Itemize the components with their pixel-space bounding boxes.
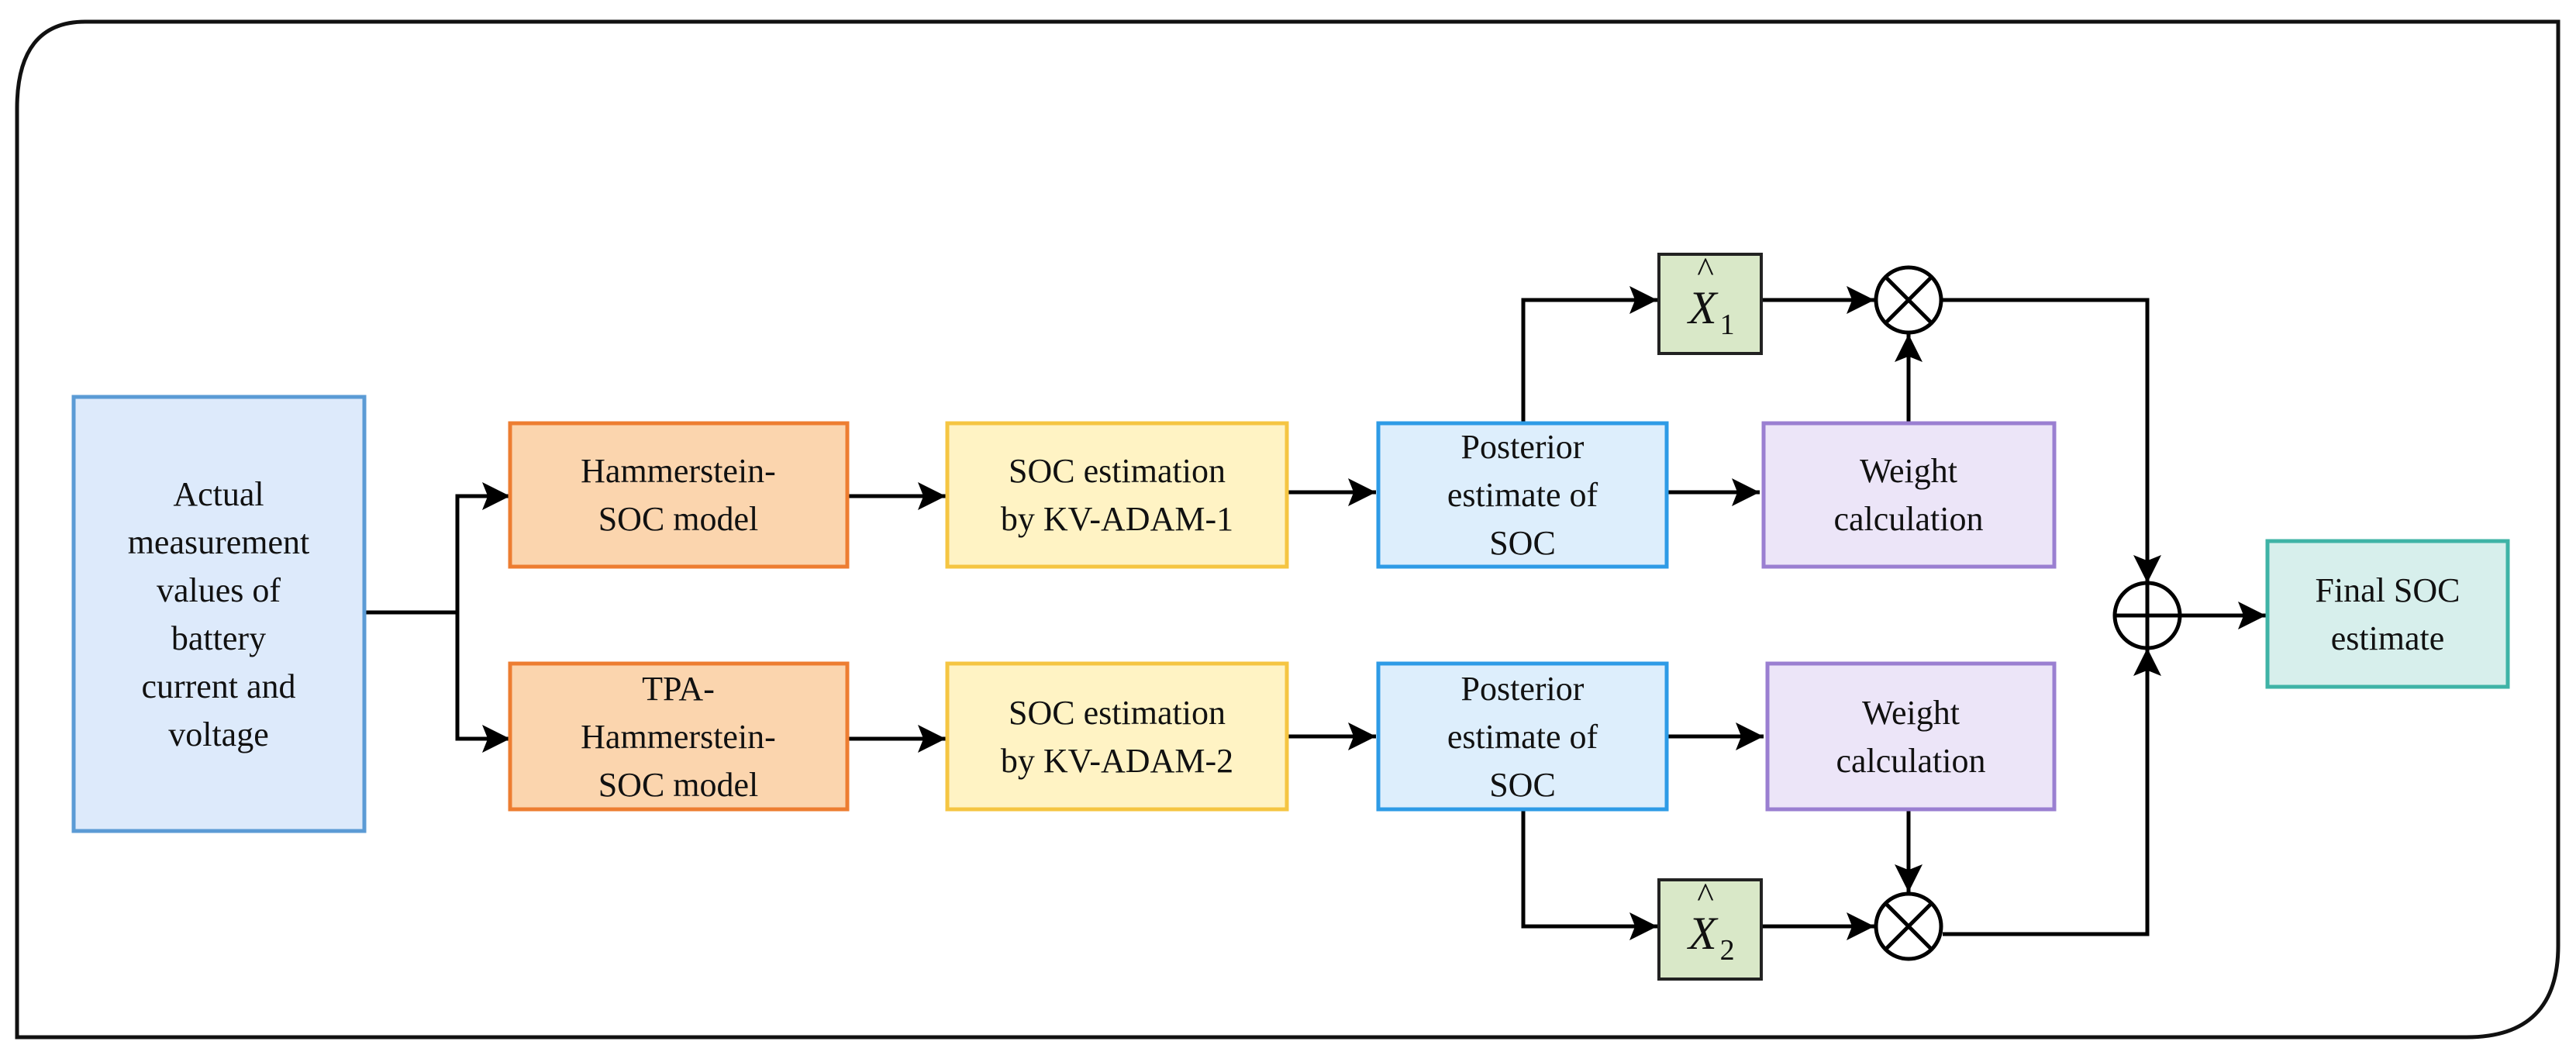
node-final-soc: Final SOC estimate	[2265, 539, 2510, 689]
label-line: SOC model	[598, 766, 759, 804]
node-posterior-1-label: Posterior estimate of SOC	[1447, 428, 1598, 562]
x-hat-1-caret: ^	[1697, 250, 1714, 289]
label-line: estimate of	[1447, 718, 1598, 756]
label-line: by KV-ADAM-2	[1001, 742, 1233, 780]
label-line: Posterior	[1461, 670, 1585, 708]
label-line: calculation	[1836, 742, 1985, 780]
node-weight-2-label: Weight calculation	[1836, 694, 1985, 780]
add-operator	[2112, 581, 2182, 650]
label-line: Weight	[1862, 694, 1960, 732]
node-posterior-2-label: Posterior estimate of SOC	[1447, 670, 1598, 804]
node-weight-2: Weight calculation	[1765, 661, 2057, 812]
node-weight-1-label: Weight calculation	[1833, 452, 1983, 538]
label-line: estimate of	[1447, 476, 1598, 514]
node-posterior-2: Posterior estimate of SOC	[1376, 661, 1669, 812]
node-weight-1: Weight calculation	[1761, 421, 2057, 569]
label-line: SOC model	[598, 500, 759, 538]
label-line: measurement	[128, 523, 310, 561]
edge-post1-x1	[1521, 286, 1657, 422]
label-line: battery	[171, 619, 266, 657]
multiply-operator-2	[1874, 891, 1943, 961]
node-input-label: Actual measurement values of battery current…	[128, 475, 310, 753]
node-input: Actual measurement values of battery current…	[71, 395, 367, 833]
label-line: calculation	[1833, 500, 1983, 538]
node-final-soc-label: Final SOC estimate	[2315, 571, 2460, 657]
edge-post2-x2	[1521, 808, 1657, 940]
node-kv-adam-2-label: SOC estimation by KV-ADAM-2	[1001, 694, 1233, 780]
label-line: Actual	[173, 475, 264, 513]
label-line: SOC estimation	[1009, 452, 1226, 490]
node-posterior-1: Posterior estimate of SOC	[1376, 421, 1669, 569]
label-line: Hammerstein-	[581, 718, 776, 756]
diagram-frame	[15, 19, 2560, 1040]
node-tpa-hammerstein-model: TPA- Hammerstein- SOC model	[508, 661, 850, 812]
label-line: Weight	[1860, 452, 1957, 490]
edge-split-model1	[455, 482, 510, 612]
edge-mult2-sum	[1943, 648, 2161, 936]
label-line: SOC estimation	[1009, 694, 1226, 732]
label-line: Posterior	[1461, 428, 1585, 466]
edge-mult1-sum	[1943, 298, 2161, 583]
label-line: voltage	[168, 715, 269, 753]
label-line: TPA-	[642, 670, 715, 708]
label-line: current and	[141, 667, 295, 705]
node-kv-adam-1: SOC estimation by KV-ADAM-1	[945, 421, 1289, 569]
label-line: SOC	[1489, 766, 1556, 804]
label-line: SOC	[1489, 524, 1556, 562]
x-hat-2-caret: ^	[1697, 875, 1714, 915]
label-line: Final SOC	[2315, 571, 2460, 609]
node-kv-adam-2: SOC estimation by KV-ADAM-2	[945, 661, 1289, 812]
node-hammerstein-model-label: Hammerstein- SOC model	[581, 452, 776, 538]
edge-split-model2	[455, 612, 510, 753]
node-tpa-hammerstein-model-label: TPA- Hammerstein- SOC model	[581, 670, 776, 804]
label-line: Hammerstein-	[581, 452, 776, 490]
node-hammerstein-model: Hammerstein- SOC model	[508, 421, 850, 569]
connectors	[364, 286, 2266, 940]
label-line: estimate	[2331, 619, 2445, 657]
label-line: values of	[157, 571, 281, 609]
multiply-operator-1	[1874, 265, 1943, 335]
label-line: by KV-ADAM-1	[1001, 500, 1233, 538]
node-kv-adam-1-label: SOC estimation by KV-ADAM-1	[1001, 452, 1233, 538]
